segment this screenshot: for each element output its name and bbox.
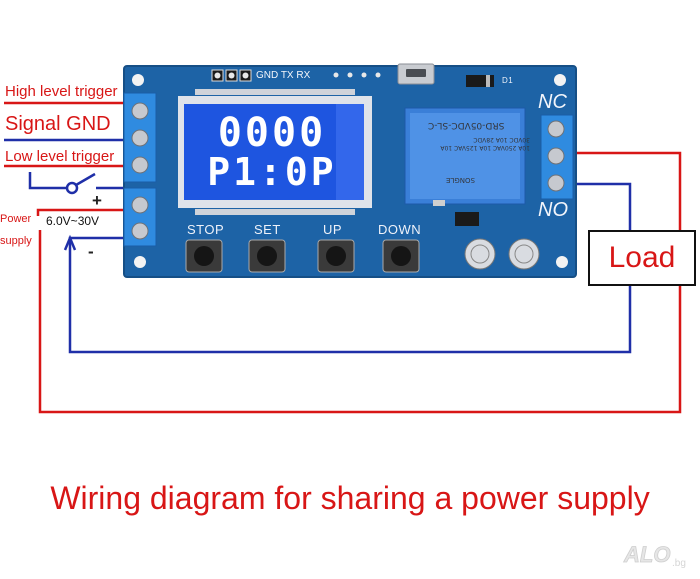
- power-supply-label: Power supply: [0, 213, 32, 247]
- terminal-screw-nc: [547, 120, 565, 138]
- terminal-screw-3: [131, 156, 149, 174]
- lcd-display-line1: 0000: [217, 110, 327, 156]
- up-button-label: UP: [323, 222, 343, 237]
- terminal-screw-5: [131, 222, 149, 240]
- lcd-display-line2: P1:0P: [207, 150, 337, 194]
- stop-button-label: STOP: [187, 222, 225, 237]
- load-label: Load: [608, 241, 676, 274]
- low-level-trigger-label: Low level trigger: [5, 148, 115, 165]
- mount-hole-tl: [132, 74, 144, 86]
- minus-sign: -: [88, 242, 94, 261]
- header-pins: [211, 69, 381, 82]
- smd-resistor: [433, 200, 445, 206]
- relay-label: [410, 113, 520, 199]
- voltage-range-label: 6.0V~30V: [46, 214, 100, 228]
- capacitor-2: [508, 238, 540, 270]
- plus-sign: +: [92, 191, 102, 210]
- wires: [4, 88, 682, 414]
- mount-hole-bl: [134, 256, 146, 268]
- switch-lever: [75, 172, 96, 187]
- terminal-screw-no: [547, 174, 565, 192]
- smd-component: [455, 212, 479, 226]
- push-buttons: [185, 239, 420, 273]
- diagram-caption: Wiring diagram for sharing a power suppl…: [50, 480, 650, 516]
- down-button-label: DOWN: [378, 222, 422, 237]
- wire-red-loop: [38, 151, 682, 414]
- svg-text:.bg: .bg: [672, 558, 686, 569]
- terminal-screw-4: [131, 196, 149, 214]
- header-pin-silk: GND TX RX: [256, 70, 311, 81]
- lcd-pins-top: [195, 89, 355, 95]
- lcd-glare: [336, 104, 364, 200]
- signal-gnd-label: Signal GND: [5, 113, 111, 135]
- lcd-pins-bottom: [195, 209, 355, 215]
- lcd-screen: [184, 104, 364, 200]
- wire-blue-loop: [68, 182, 632, 354]
- wire-switch-left: [28, 172, 66, 190]
- set-button-label: SET: [254, 222, 281, 237]
- load-box: Load: [588, 230, 696, 286]
- switch-contact: [65, 181, 79, 195]
- nc-label: NC: [538, 91, 567, 113]
- pcb-board: [123, 63, 577, 278]
- high-level-trigger-label: High level trigger: [5, 83, 118, 100]
- relay-model-text: SRD-05VDC-SL-C: [428, 120, 505, 130]
- wire-power-plus: [36, 208, 135, 216]
- mount-hole-tr: [554, 74, 566, 86]
- terminal-screw-1: [131, 102, 149, 120]
- terminal-screw-2: [131, 129, 149, 147]
- no-label: NO: [538, 199, 568, 221]
- terminal-screw-com: [547, 147, 565, 165]
- diode-silk: D1: [502, 76, 514, 85]
- mount-hole-br: [556, 256, 568, 268]
- relay-spec-text: 10A 250VAC 10A 125VAC 10A 30VDC 10A 28VD…: [440, 136, 530, 151]
- watermark-logo: ALO .bg: [623, 542, 686, 569]
- capacitor-1: [464, 238, 496, 270]
- wire-power-arrow: [63, 234, 77, 251]
- relay-brand-text: SONGLE: [446, 176, 475, 184]
- svg-text:ALO: ALO: [623, 542, 670, 567]
